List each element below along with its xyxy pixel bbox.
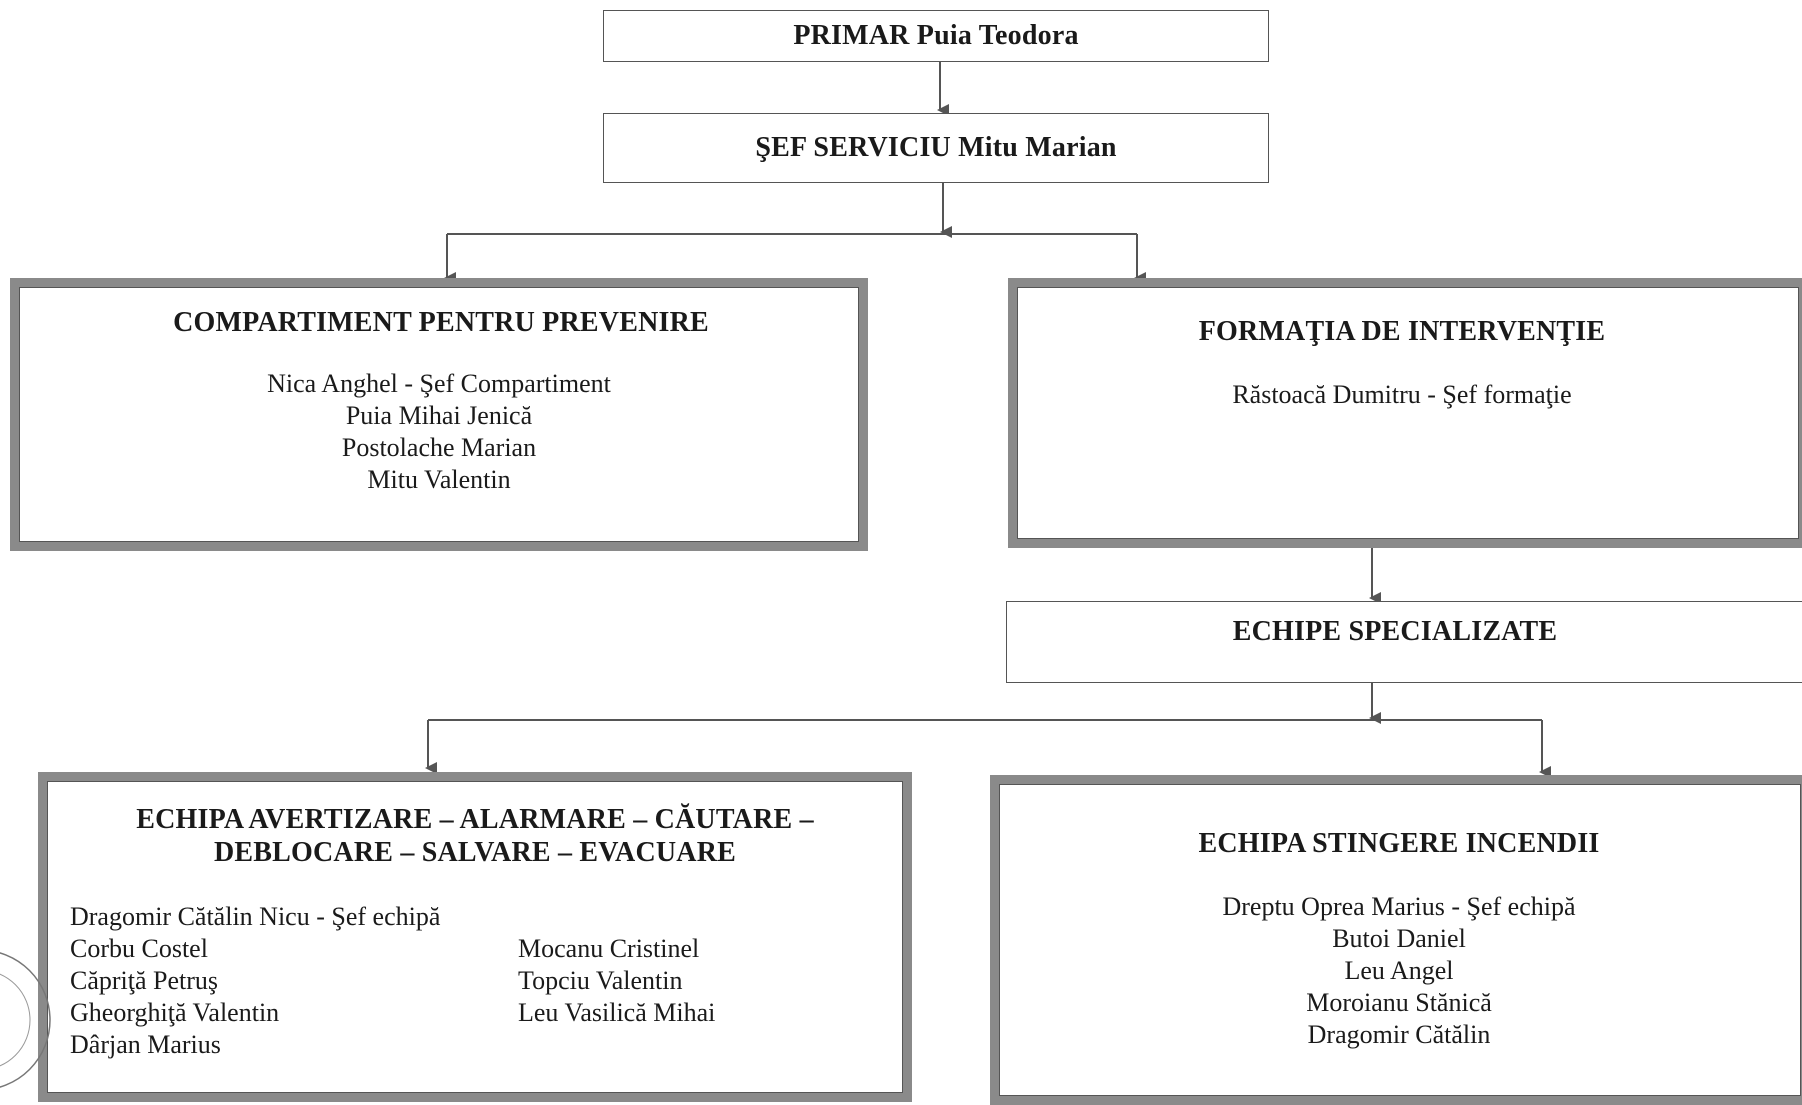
member-name: Leu Vasilică Mihai xyxy=(518,998,716,1027)
member-name: Leu Angel xyxy=(1344,956,1454,985)
member-name: Postolache Marian xyxy=(341,433,537,462)
formatie-members: Răstoacă Dumitru - Şef formaţie xyxy=(1017,379,1787,411)
member-name: Moroianu Stănică xyxy=(1306,988,1492,1017)
echipa-avertizare-box: ECHIPA AVERTIZARE – ALARMARE – CĂUTARE –… xyxy=(38,772,912,1102)
member-name: Corbu Costel xyxy=(70,934,208,963)
compartiment-title: COMPARTIMENT PENTRU PREVENIRE xyxy=(173,307,709,338)
member-name: Gheorghiţă Valentin xyxy=(70,998,280,1027)
member-name: Dârjan Marius xyxy=(70,1030,221,1059)
member-name: Nica Anghel - Şef Compartiment xyxy=(267,369,611,398)
echipa-stingere-box: ECHIPA STINGERE INCENDII Dreptu Oprea Ma… xyxy=(990,775,1802,1105)
echipa-avertizare-title-line1: ECHIPA AVERTIZARE – ALARMARE – CĂUTARE – xyxy=(136,804,814,835)
member-name: Răstoacă Dumitru - Şef formaţie xyxy=(1232,380,1572,409)
stamp-seal xyxy=(0,952,51,1088)
echipa-stingere-members: Dreptu Oprea Marius - Şef echipă Butoi D… xyxy=(999,891,1799,1051)
echipa-stingere-title: ECHIPA STINGERE INCENDII xyxy=(1198,828,1600,859)
member-name: Puia Mihai Jenică xyxy=(345,401,533,430)
echipa-avertizare-title-line2: DEBLOCARE – SALVARE – EVACUARE xyxy=(213,837,737,868)
formatie-title: FORMAŢIA DE INTERVENŢIE xyxy=(1198,316,1606,347)
member-name: Dragomir Cătălin Nicu - Şef echipă xyxy=(70,902,441,931)
member-name: Dragomir Cătălin xyxy=(1307,1020,1491,1049)
member-name: Mocanu Cristinel xyxy=(518,934,700,963)
compartiment-members: Nica Anghel - Şef Compartiment Puia Miha… xyxy=(19,368,859,496)
sef-serviciu-title: ŞEF SERVICIU Mitu Marian xyxy=(755,132,1117,163)
echipa-avertizare-col1: Dragomir Cătălin Nicu - Şef echipă Corbu… xyxy=(70,901,440,1061)
echipe-specializate-box: ECHIPE SPECIALIZATE xyxy=(1006,601,1802,683)
formatie-box: FORMAŢIA DE INTERVENŢIE Răstoacă Dumitru… xyxy=(1008,278,1802,548)
echipa-avertizare-col2: Mocanu Cristinel Topciu Valentin Leu Vas… xyxy=(518,933,715,1029)
primar-box: PRIMAR Puia Teodora xyxy=(603,10,1269,62)
compartiment-box: COMPARTIMENT PENTRU PREVENIRE Nica Anghe… xyxy=(10,278,868,551)
member-name: Mitu Valentin xyxy=(367,465,511,494)
primar-title: PRIMAR Puia Teodora xyxy=(793,20,1079,51)
member-name: Topciu Valentin xyxy=(518,966,683,995)
member-name: Căpriţă Petruş xyxy=(70,966,219,995)
echipe-specializate-title: ECHIPE SPECIALIZATE xyxy=(1232,616,1558,647)
member-name: Butoi Daniel xyxy=(1332,924,1466,953)
sef-serviciu-box: ŞEF SERVICIU Mitu Marian xyxy=(603,113,1269,183)
member-name: Dreptu Oprea Marius - Şef echipă xyxy=(1222,892,1576,921)
